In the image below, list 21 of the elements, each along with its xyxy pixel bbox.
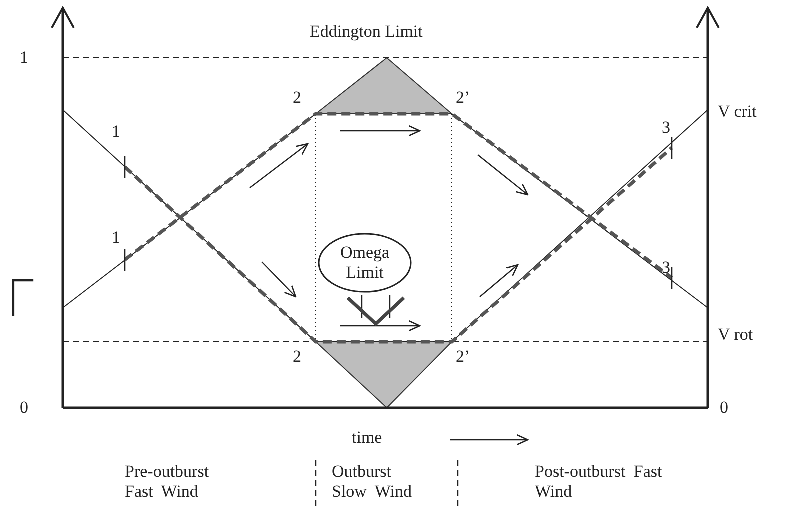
plot-label: 2’ (456, 88, 470, 108)
plot-label: V crit (718, 102, 757, 122)
plot-label: 2 (293, 347, 302, 367)
plot-label: Eddington Limit (310, 22, 423, 42)
phase-label: Pre-outburst Fast Wind (125, 462, 210, 502)
plot-label: 1 (112, 228, 120, 248)
plot-label: 0 (720, 398, 728, 418)
plot-label: V rot (718, 325, 754, 345)
plot-label: 0 (20, 398, 28, 418)
plot-label: 3 (662, 258, 670, 278)
plot-label: time (352, 428, 382, 448)
plot-label: 3 (662, 118, 670, 138)
plot-label: 2 (293, 88, 302, 108)
ellipse-node (318, 233, 412, 293)
phase-label: Outburst Slow Wind (332, 462, 413, 502)
axis-label: Γ (6, 274, 34, 324)
node-label: Omega Limit (339, 243, 391, 283)
plot-label: 2’ (456, 347, 470, 367)
plot-label: 1 (20, 48, 28, 68)
plot-label: 1 (112, 122, 120, 142)
phase-label: Post-outburst Fast Wind (535, 462, 663, 502)
